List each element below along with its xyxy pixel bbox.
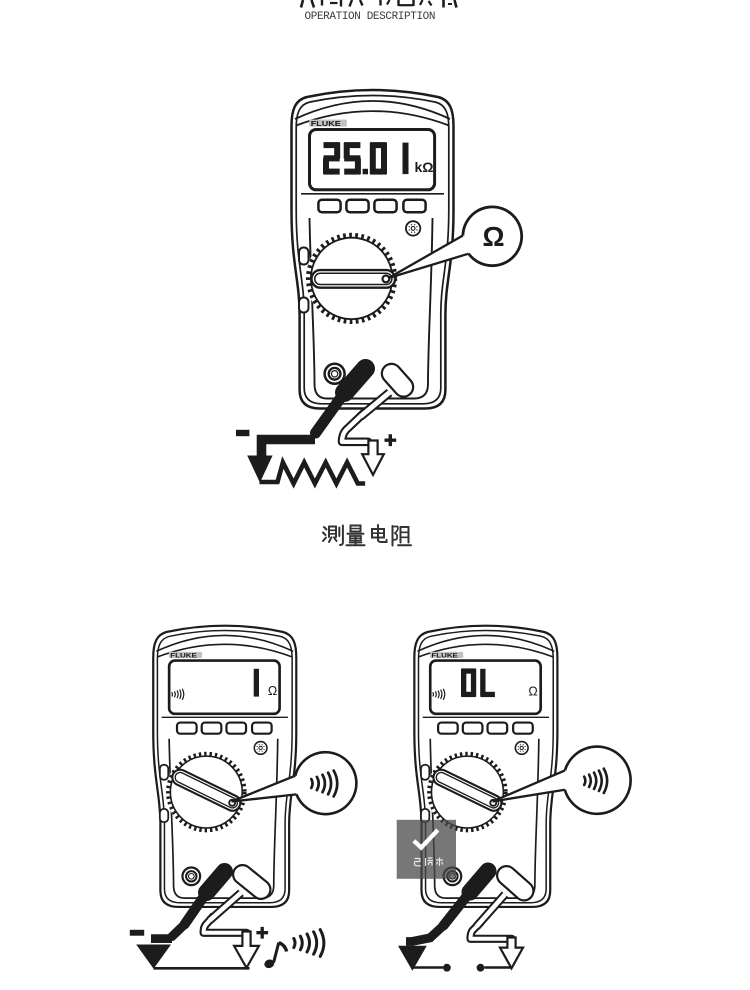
- svg-text:OPERATION DESCRIPTION: OPERATION DESCRIPTION: [305, 11, 436, 23]
- svg-text:Ω: Ω: [528, 685, 537, 699]
- svg-text:kΩ: kΩ: [415, 159, 434, 175]
- svg-text:Ω: Ω: [482, 221, 504, 252]
- svg-text:Ω: Ω: [268, 684, 277, 698]
